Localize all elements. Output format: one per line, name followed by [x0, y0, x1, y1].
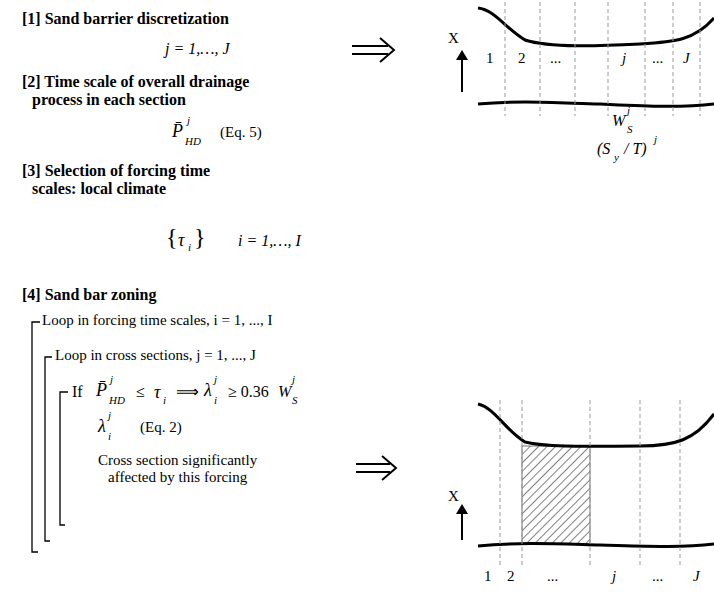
formula-text: (S [597, 140, 610, 158]
formula-text: τ [154, 382, 160, 403]
formula-text: { [166, 224, 178, 252]
step-heading: [4] Sand bar zoning [22, 286, 156, 304]
formula-text: S [292, 394, 298, 407]
formula-text: (Eq. 2) [140, 419, 182, 436]
formula-text: ... [550, 50, 561, 67]
formula-text: i [163, 394, 166, 407]
implies-arrow [356, 456, 396, 480]
formula-text: X [448, 488, 459, 505]
formula-text: i [108, 430, 111, 443]
formula-text: 2 [518, 50, 526, 67]
formula-text: HD [109, 394, 125, 407]
formula-text: HD [185, 135, 201, 148]
formula-text: j [108, 409, 111, 422]
formula-text: (Eq. 5) [220, 124, 262, 141]
formula-text: i [214, 394, 217, 407]
formula-text: ≤ [136, 383, 145, 401]
formula-text: j [654, 133, 657, 146]
formula-text: X [448, 30, 459, 47]
formula-text: j [622, 50, 626, 67]
formula-text: λ [204, 380, 212, 401]
formula-text: τ [178, 230, 184, 251]
formula-text: } [194, 224, 206, 252]
formula-text: 1 [486, 50, 494, 67]
sand-barrier [456, 2, 714, 116]
step-heading: [2] Time scale of overall drainage proce… [22, 73, 264, 110]
formula-text: j [110, 373, 113, 386]
formula-text: S [627, 123, 633, 136]
formula-text: If [72, 383, 83, 401]
formula-text: ... [652, 568, 663, 585]
formula-text: ... [547, 568, 558, 585]
formula-text: j [612, 568, 616, 585]
formula-text: P̄ [172, 121, 183, 142]
step-heading: [3] Selection of forcing time scales: lo… [22, 162, 254, 199]
formula-text: Loop in cross sections, j = 1, ..., J [55, 347, 256, 364]
formula-text: P̄ [96, 380, 107, 401]
formula-text: i = 1,…, I [238, 232, 301, 250]
formula-text: λ [98, 416, 106, 437]
formula-text: J [683, 50, 690, 67]
formula-text: 1 [484, 568, 492, 585]
formula-text: j [292, 373, 295, 386]
formula-text: ≥ 0.36 [228, 383, 269, 401]
formula-text: j [627, 104, 630, 117]
formula-text: / T) [624, 140, 647, 158]
implies-arrow [352, 38, 394, 62]
sand-barrier-zoned [456, 400, 714, 566]
formula-text: ... [652, 50, 663, 67]
formula-text: W [278, 383, 291, 401]
formula-text: Cross section significantly affected by … [98, 452, 298, 487]
formula-text: y [614, 151, 619, 164]
formula-text: Loop in forcing time scales, i = 1, ...,… [42, 312, 273, 329]
formula-text: j [214, 373, 217, 386]
step-heading: [1] Sand barrier discretization [22, 10, 229, 28]
formula-text: j = 1,…, J [165, 40, 230, 58]
formula-text: ⟹ [176, 383, 199, 401]
formula-text: J [693, 568, 700, 585]
formula-text: W [612, 112, 625, 130]
formula-text: j [187, 114, 190, 127]
formula-text: 2 [507, 568, 515, 585]
formula-text: i [188, 241, 191, 254]
